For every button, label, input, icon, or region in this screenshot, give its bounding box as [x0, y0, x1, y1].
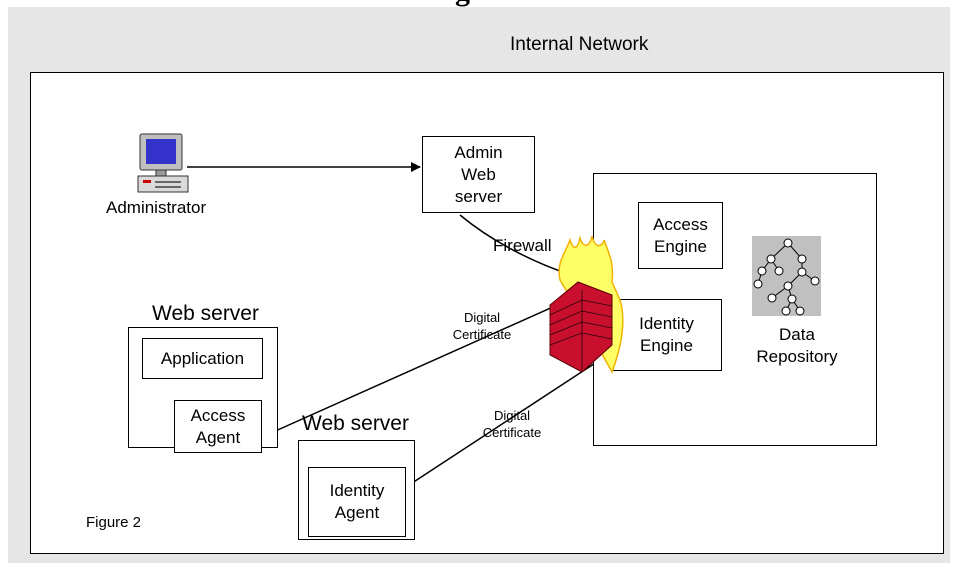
application-label: Application — [160, 348, 245, 368]
application-node — [142, 338, 263, 379]
access-engine-label: Access Engine — [653, 214, 708, 256]
firewall-label: Firewall — [493, 236, 552, 255]
access-agent-label: Access Agent — [190, 405, 246, 447]
access-agent-node — [174, 400, 262, 453]
data-repository-label: Data Repository — [756, 325, 838, 366]
figure-label: Figure 2 — [86, 514, 142, 531]
identity-agent-label: Identity Agent — [329, 481, 385, 522]
admin-web-server-node — [422, 136, 535, 213]
identity-engine-label: Identity Engine — [639, 314, 694, 355]
administrator-label: Administrator — [106, 198, 207, 217]
identity-engine-node — [611, 299, 722, 371]
digital-certificate-label-2: Digital Certificate — [482, 408, 542, 440]
web-server-2-label: Web server — [302, 412, 409, 435]
access-engine-node — [638, 202, 723, 269]
page-title-fragment: g — [455, 0, 555, 8]
web-server-1-label: Web server — [152, 302, 259, 325]
internal-network-label: Internal Network — [510, 34, 649, 55]
digital-certificate-label-1: Digital Certificate — [452, 310, 512, 342]
admin-web-server-label: Admin Web server — [454, 142, 503, 206]
identity-agent-node — [308, 467, 406, 537]
